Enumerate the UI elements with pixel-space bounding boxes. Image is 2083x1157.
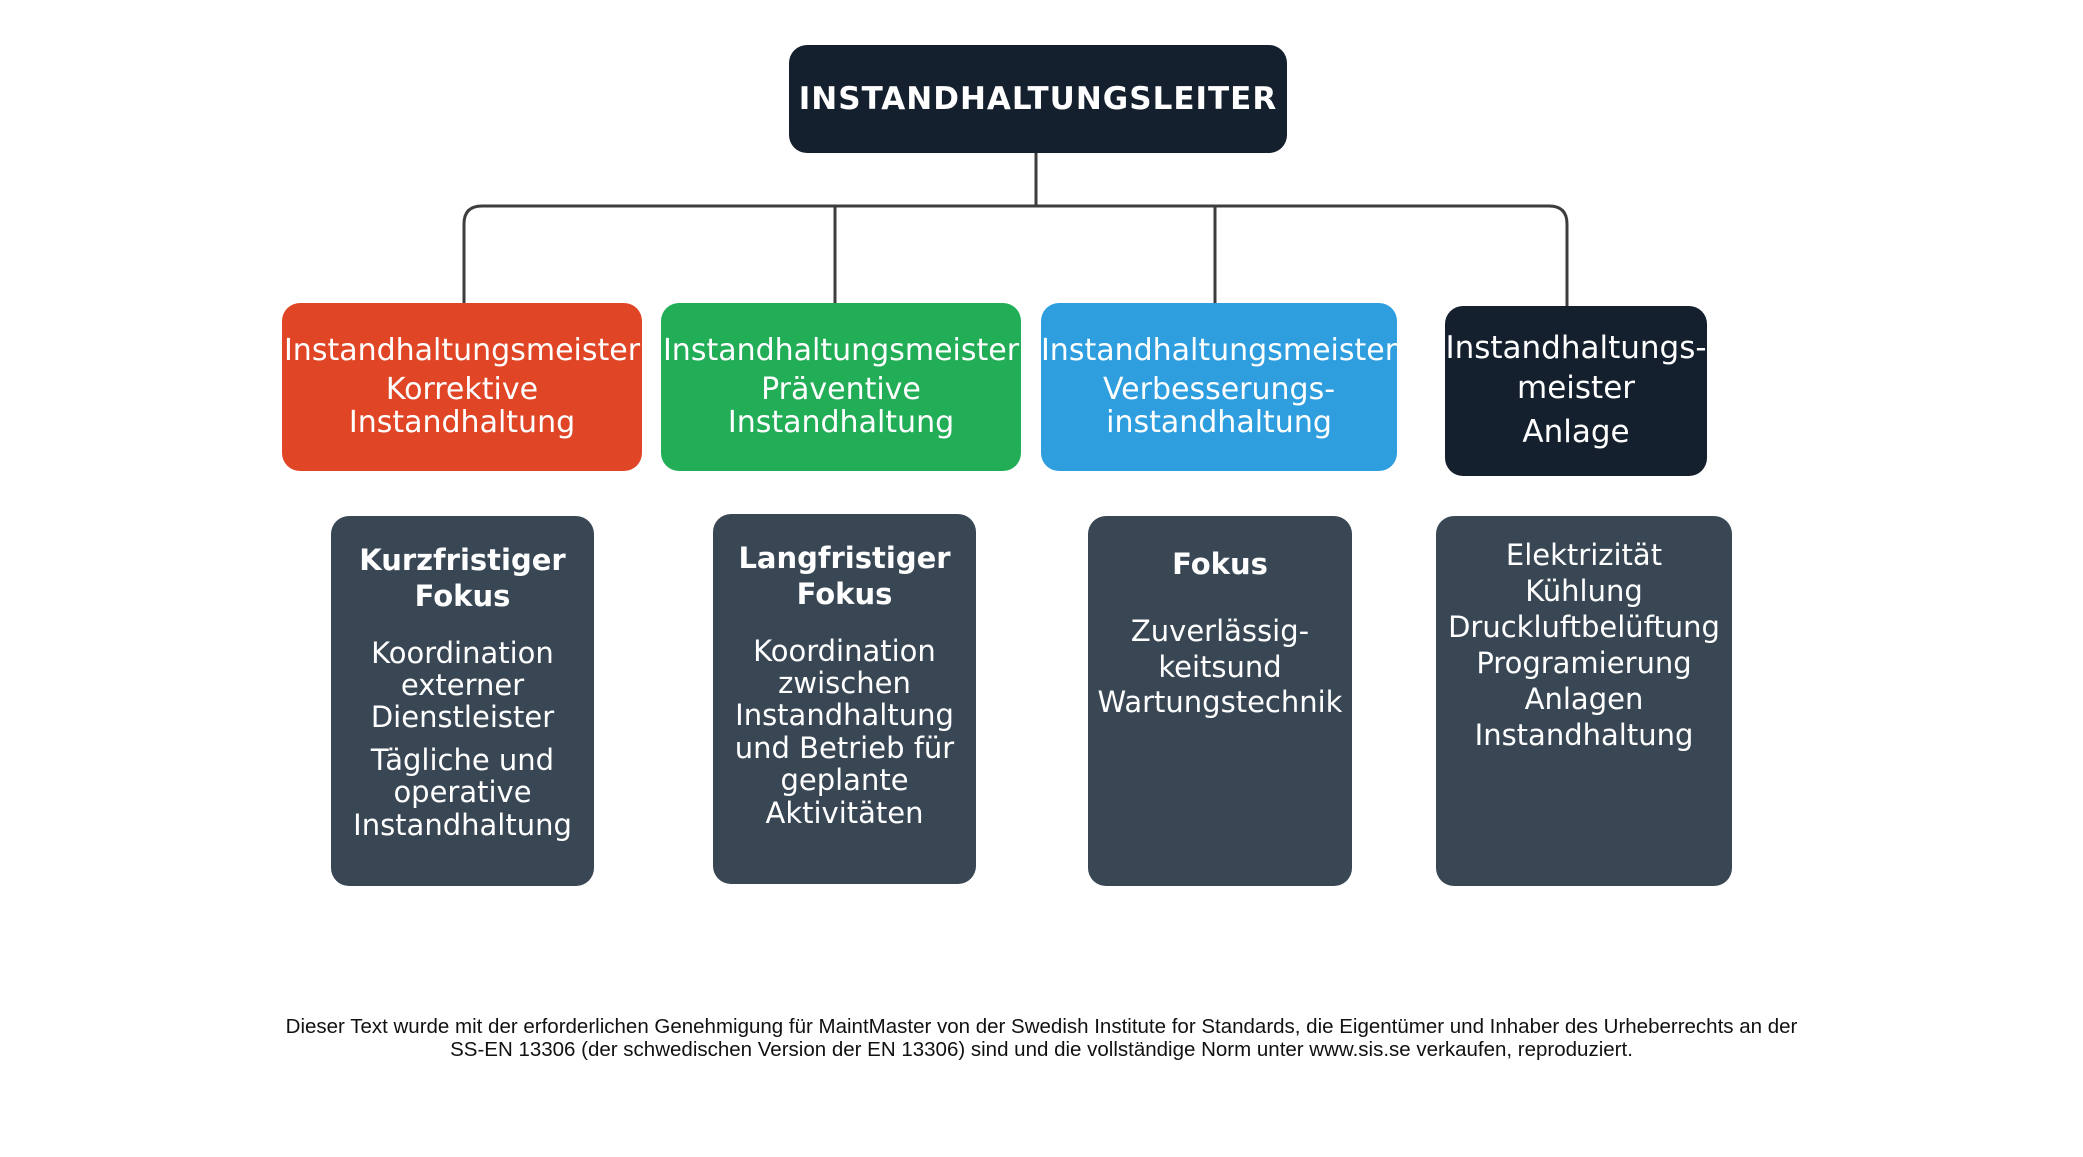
manager-corrective-role: Instandhaltungsmeister	[283, 333, 641, 369]
corrective-focus-text-2: Tägliche und operative Instandhaltung	[353, 742, 572, 842]
manager-preventive-role: Instandhaltungsmeister	[662, 333, 1020, 369]
corrective-focus-card: Kurzfristiger Fokus Koordination externe…	[331, 516, 594, 886]
manager-improvement-box: Instandhaltungsmeister Verbesserungs-ins…	[1041, 303, 1397, 471]
manager-plant-area: Anlage	[1522, 413, 1630, 450]
preventive-focus-card: Langfristiger Fokus Koordination zwische…	[713, 514, 976, 884]
manager-improvement-area: Verbesserungs-instandhaltung	[1102, 371, 1336, 441]
maintenance-manager-title: INSTANDHALTUNGSLEITER	[798, 81, 1278, 117]
manager-corrective-area: Korrektive Instandhaltung	[348, 371, 576, 441]
manager-plant-role: Instandhaltungs-meister	[1445, 330, 1707, 407]
corrective-focus-title: Kurzfristiger Fokus	[359, 543, 566, 614]
plant-area-item: Kühlung	[1525, 573, 1643, 608]
plant-areas-card: Elektrizität Kühlung Druckluftbelüftung …	[1436, 516, 1732, 886]
manager-corrective-box: Instandhaltungsmeister Korrektive Instan…	[282, 303, 642, 471]
corrective-focus-text-1: Koordination externer Dienstleister	[370, 635, 555, 735]
manager-plant-box: Instandhaltungs-meister Anlage	[1445, 306, 1707, 476]
manager-preventive-area: Präventive Instandhaltung	[727, 371, 955, 441]
plant-area-item: Programierung	[1476, 645, 1692, 680]
improvement-focus-title: Fokus	[1172, 547, 1268, 581]
maintenance-manager-box: INSTANDHALTUNGSLEITER	[789, 45, 1287, 153]
copyright-footnote-line-2: SS-EN 13306 (der schwedischen Version de…	[450, 1037, 1633, 1061]
plant-area-item: Druckluftbelüftung	[1448, 609, 1720, 644]
preventive-focus-text: Koordination zwischen Instandhaltung und…	[734, 633, 955, 830]
plant-area-item: Instandhaltung	[1474, 717, 1694, 752]
plant-area-item: Elektrizität	[1505, 538, 1663, 572]
copyright-footnote: Dieser Text wurde mit der erforderlichen…	[150, 1015, 1933, 1061]
preventive-focus-title: Langfristiger Fokus	[738, 541, 951, 612]
manager-preventive-box: Instandhaltungsmeister Präventive Instan…	[661, 303, 1021, 471]
branch-horizontal-line	[462, 204, 1569, 306]
plant-area-item: Anlagen	[1524, 681, 1644, 716]
improvement-focus-text: Zuverlässig-keitsund Wartungstechnik	[1097, 614, 1343, 719]
manager-improvement-role: Instandhaltungsmeister	[1041, 333, 1397, 369]
copyright-footnote-line-1: Dieser Text wurde mit der erforderlichen…	[285, 1015, 1798, 1038]
improvement-focus-card: Fokus Zuverlässig-keitsund Wartungstechn…	[1088, 516, 1352, 886]
